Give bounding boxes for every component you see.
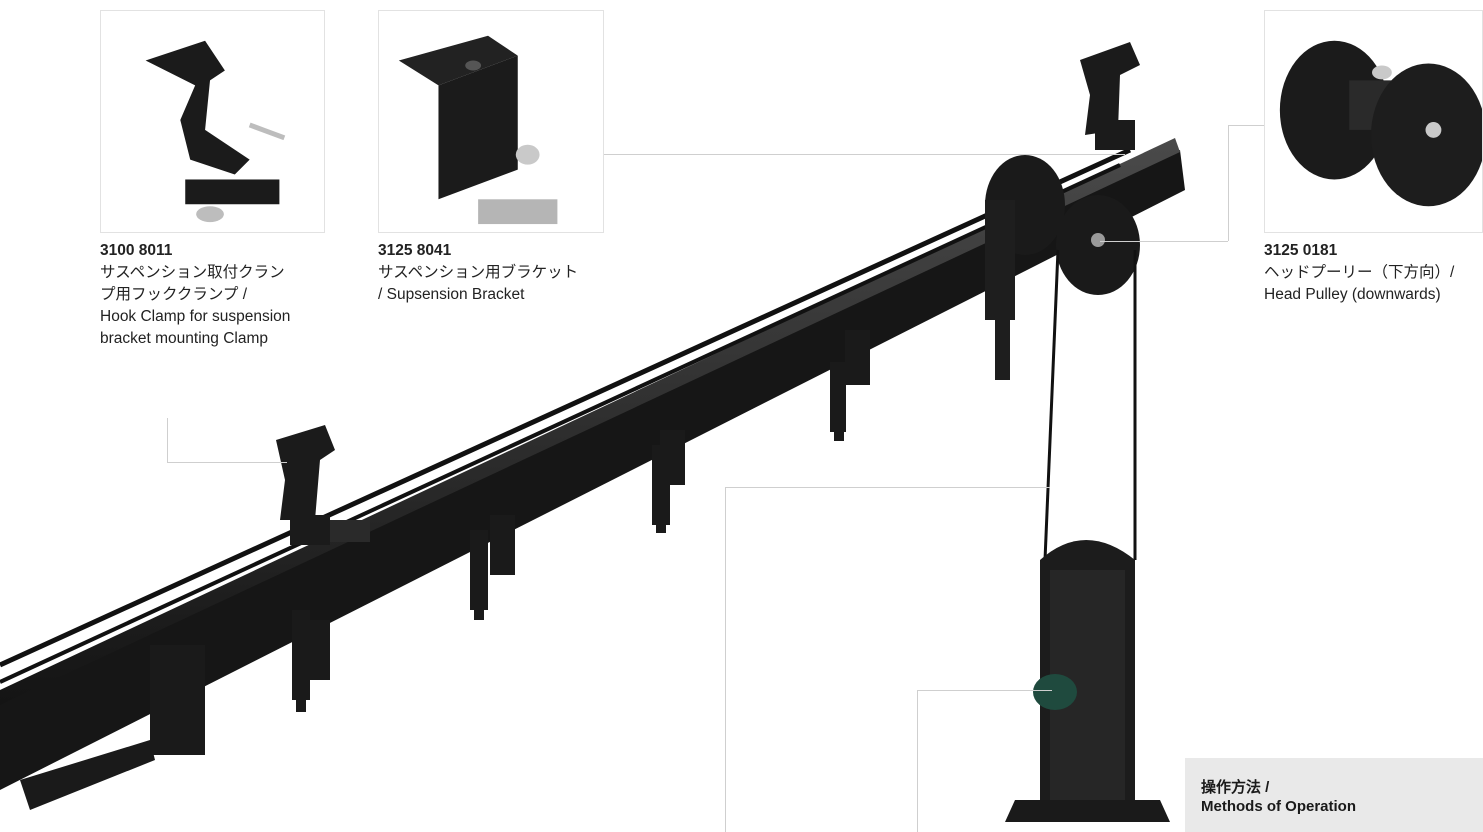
- part-description: サスペンション取付クラン プ用フッククランプ / Hook Clamp for …: [100, 264, 291, 347]
- leader-line: [725, 487, 726, 832]
- part-description: ヘッドプーリー（下方向）/ Head Pulley (downwards): [1264, 264, 1455, 303]
- part-number: 3125 8041: [378, 242, 452, 259]
- callout-head-pulley: 3125 0181 ヘッドプーリー（下方向）/ Head Pulley (dow…: [1264, 240, 1483, 306]
- track-carriers: [150, 330, 870, 755]
- rope-left: [1043, 249, 1060, 561]
- operation-methods-box: 操作方法 / Methods of Operation: [1185, 758, 1483, 832]
- leader-line: [917, 690, 1052, 691]
- track-rail-top: [0, 138, 1180, 705]
- part-number: 3100 8011: [100, 242, 173, 259]
- operation-methods-title: 操作方法 / Methods of Operation: [1201, 779, 1356, 815]
- suspension-bracket-thumbnail: [378, 10, 604, 233]
- part-number: 3125 0181: [1264, 242, 1338, 259]
- leader-line: [1228, 125, 1229, 241]
- floor-tensioner: [1005, 540, 1170, 822]
- leader-line: [600, 154, 1125, 155]
- callout-hook-clamp: 3100 8011 サスペンション取付クラン プ用フッククランプ / Hook …: [100, 240, 330, 350]
- hook-clamp-thumbnail: [100, 10, 325, 233]
- part-description: サスペンション用ブラケット / Supsension Bracket: [378, 264, 579, 303]
- end-bracket: [20, 740, 155, 810]
- hook-clamp-left: [276, 425, 370, 545]
- hook-clamp-right: [1080, 42, 1140, 150]
- head-pulley-thumbnail: [1264, 10, 1483, 233]
- leader-line: [917, 690, 918, 832]
- pulley-assembly: [985, 155, 1140, 380]
- callout-suspension-bracket: 3125 8041 サスペンション用ブラケット / Supsension Bra…: [378, 240, 618, 306]
- cable-2: [0, 163, 1121, 684]
- leader-line: [167, 418, 168, 462]
- leader-line: [725, 487, 1050, 488]
- leader-line: [1100, 241, 1228, 242]
- cable-1: [0, 147, 1132, 668]
- leader-line: [1228, 125, 1264, 126]
- leader-line: [167, 462, 287, 463]
